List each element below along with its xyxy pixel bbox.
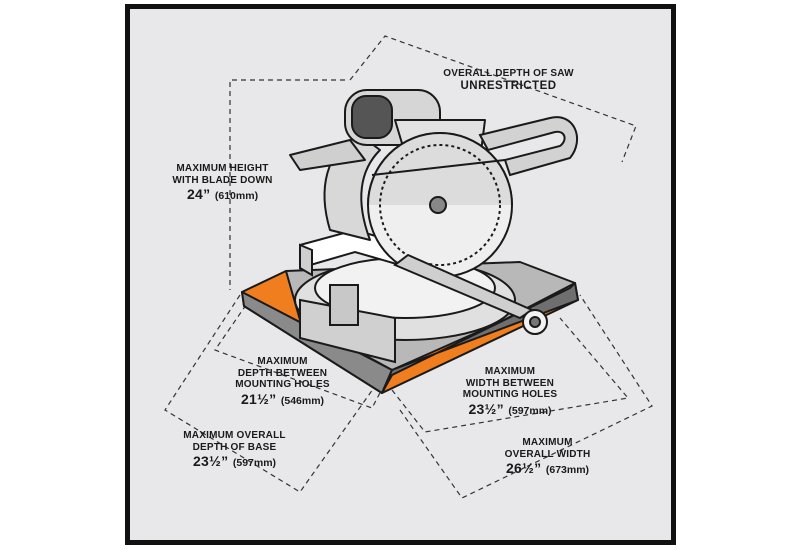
- max-height-mm: (610mm): [214, 190, 259, 202]
- depth-holes-line2: DEPTH BETWEEN: [237, 367, 328, 379]
- saw-depth-label: OVERALL DEPTH OF SAW UNRESTRICTED: [436, 68, 581, 93]
- base-depth-dimension-line: [164, 294, 379, 493]
- width-holes-label: MAXIMUM WIDTH BETWEEN MOUNTING HOLES 23½…: [455, 366, 565, 419]
- max-height-value: 24”: [186, 186, 211, 202]
- depth-holes-mm: (546mm): [280, 394, 325, 407]
- depth-holes-value: 21½”: [240, 390, 277, 407]
- base-depth-line1: MAXIMUM OVERALL: [183, 430, 286, 441]
- base-depth-label: MAXIMUM OVERALL DEPTH OF BASE 23½” (597m…: [172, 430, 297, 471]
- slide-rails: [329, 253, 548, 335]
- base-depth-line2: DEPTH OF BASE: [192, 441, 277, 453]
- max-height-label: MAXIMUM HEIGHT WITH BLADE DOWN 24” (610m…: [165, 163, 280, 204]
- base-depth-mm: (597mm): [232, 457, 277, 469]
- depth-holes-line3: MOUNTING HOLES: [235, 379, 330, 390]
- max-height-line1: MAXIMUM HEIGHT: [176, 163, 269, 174]
- overall-width-value: 26½”: [505, 460, 542, 476]
- width-holes-line1: MAXIMUM: [484, 366, 536, 377]
- width-holes-value: 23½”: [468, 400, 504, 417]
- saw-depth-title: OVERALL DEPTH OF SAW: [443, 68, 574, 79]
- saw-depth-value: UNRESTRICTED: [460, 79, 557, 92]
- overall-width-mm: (673mm): [545, 464, 590, 476]
- dimension-lines: [164, 35, 653, 499]
- width-holes-mm: (597mm): [508, 404, 552, 417]
- width-holes-dimension-line: [391, 317, 630, 433]
- overall-width-line1: MAXIMUM: [522, 437, 573, 448]
- depth-holes-label: MAXIMUM DEPTH BETWEEN MOUNTING HOLES 21½…: [225, 356, 340, 409]
- height-dimension-line: [229, 79, 345, 290]
- base-depth-value: 23½”: [192, 453, 229, 469]
- width-holes-line3: MOUNTING HOLES: [462, 389, 558, 400]
- max-height-line2: WITH BLADE DOWN: [172, 174, 273, 186]
- blade-guard: [367, 132, 513, 278]
- handle: [478, 116, 579, 177]
- saw-depth-dimension-line: [349, 35, 637, 163]
- overall-width-line2: OVERALL WIDTH: [504, 448, 591, 460]
- depth-holes-line1: MAXIMUM: [257, 356, 308, 367]
- overall-width-label: MAXIMUM OVERALL WIDTH 26½” (673mm): [490, 437, 605, 478]
- width-holes-line2: WIDTH BETWEEN: [465, 377, 555, 389]
